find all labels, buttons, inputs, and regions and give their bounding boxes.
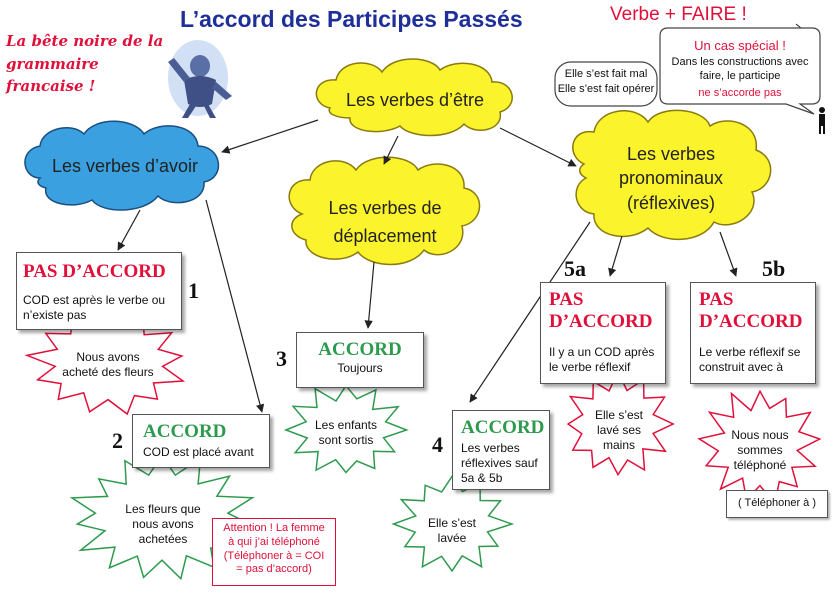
telephoner-note-text: ( Téléphoner à )	[737, 497, 817, 509]
arrow-etre-to-deplacement	[383, 135, 399, 165]
box-4-number: 4	[432, 432, 443, 457]
box-1-number: 1	[188, 278, 199, 303]
box-5a: PAS D’ACCORD Il y a un COD après le verb…	[540, 282, 666, 384]
box-5b-heading-1: PAS	[699, 289, 734, 310]
box-5a-heading-2: D’ACCORD	[549, 311, 653, 332]
star-example-4	[391, 475, 515, 573]
star-example-2	[69, 454, 255, 581]
telephoner-note: ( Téléphoner à )	[726, 490, 828, 518]
box-1: PAS D’ACCORD COD est après le verbe ou n…	[16, 252, 182, 330]
star-4-text: Elle s’est lavée	[427, 516, 477, 545]
person-icon	[819, 107, 825, 134]
cloud-deplacement	[288, 156, 481, 266]
star-1-text: Nous avons acheté des fleurs	[62, 350, 154, 379]
attention-line-2: à qui j’ai téléphoné	[228, 535, 320, 548]
faire-example-1: Elle s’est fait mal	[564, 68, 648, 80]
star-example-5a	[566, 370, 675, 477]
attention-line-3: (Téléphoner à = COI	[223, 549, 325, 562]
box-5b-number: 5b	[762, 256, 786, 281]
bubble-highlight: ne s’accorde pas	[698, 87, 782, 99]
star-5a-text: Elle s’est lavé ses mains	[594, 408, 644, 452]
star-3-text: Les enfants sont sortis	[314, 418, 378, 447]
box-5a-number: 5a	[564, 256, 586, 281]
creature-illustration-icon	[168, 40, 232, 118]
attention-box: Attention ! La femme à qui j’ai téléphon…	[212, 518, 336, 586]
cloud-pronominaux	[572, 109, 772, 240]
bubble-body: Dans les constructions avec faire, le pa…	[671, 56, 809, 82]
cloud-avoir-label: Les verbes d’avoir	[51, 156, 199, 176]
cloud-pronominaux-label: Les verbes pronominaux (réflexives)	[588, 142, 754, 215]
arrow-etre-to-avoir	[221, 119, 319, 154]
bubble-heading: Un cas spécial !	[694, 38, 786, 53]
star-example-1	[24, 306, 186, 416]
cloud-deplacement-label: Les verbes de déplacement	[300, 198, 470, 247]
box-5b-body: Le verbe réflexif se construit avec à	[699, 345, 801, 374]
star-5b-text: Nous nous sommes téléphoné	[731, 428, 789, 472]
star-2-text: Les fleurs que nous avons achetées	[125, 502, 201, 546]
box-5a-body: Il y a un COD après le verbe réflexif	[549, 345, 655, 374]
box-2: ACCORD COD est placé avant	[132, 414, 270, 468]
star-example-3	[283, 384, 409, 474]
box-3-number: 3	[276, 346, 287, 371]
box-3: ACCORD Toujours	[296, 332, 424, 388]
box-4-body: Les verbes réflexives sauf 5a & 5b	[461, 441, 538, 485]
cloud-pronominaux-line1: Les verbes	[626, 144, 716, 164]
speech-bubble	[659, 27, 821, 115]
arrow-pronominaux-to-5a	[608, 235, 623, 277]
box-3-heading: ACCORD	[318, 339, 402, 360]
arrow-avoir-to-2	[205, 199, 265, 413]
cloud-pronominaux-line3: (réflexives)	[626, 192, 715, 213]
page-title: L’accord des Participes Passés	[180, 6, 523, 32]
arrow-pronominaux-to-5b	[719, 231, 738, 277]
box-5a-heading-1: PAS	[549, 289, 584, 310]
box-5b-heading-2: D’ACCORD	[699, 311, 803, 332]
faire-example-box	[554, 61, 658, 107]
attention-line-1: Attention ! La femme	[223, 522, 325, 534]
faire-example-2: Elle s’est fait opérer	[557, 83, 655, 95]
arrow-deplacement-to-3	[364, 261, 375, 329]
cloud-deplacement-line1: Les verbes de	[328, 198, 442, 218]
attention-line-4: = pas d’accord)	[236, 563, 312, 576]
arrow-avoir-to-1	[117, 209, 141, 251]
box-2-body: COD est placé avant	[143, 445, 254, 459]
box-5b: PAS D’ACCORD Le verbe réflexif se constr…	[690, 282, 816, 384]
box-4-heading: ACCORD	[461, 417, 545, 438]
cloud-avoir	[24, 120, 220, 211]
box-4: ACCORD Les verbes réflexives sauf 5a & 5…	[452, 410, 550, 490]
box-1-body: COD est après le verbe ou n’existe pas	[23, 293, 166, 322]
cloud-pronominaux-line2: pronominaux	[618, 168, 724, 189]
box-2-heading: ACCORD	[143, 421, 227, 442]
box-3-body: Toujours	[337, 361, 383, 375]
box-2-number: 2	[112, 428, 123, 453]
box-1-heading: PAS D’ACCORD	[23, 261, 166, 282]
star-example-5b	[697, 389, 822, 506]
cloud-etre-label: Les verbes d’être	[345, 90, 485, 110]
arrow-pronominaux-to-4	[469, 221, 591, 403]
cloud-deplacement-line2: déplacement	[333, 225, 437, 246]
faire-title: Verbe + FAIRE !	[610, 4, 747, 25]
arrow-etre-to-pronominaux	[499, 127, 577, 167]
cloud-etre	[315, 58, 513, 137]
handwritten-note: La bête noire de la grammaire francaise …	[6, 32, 164, 95]
